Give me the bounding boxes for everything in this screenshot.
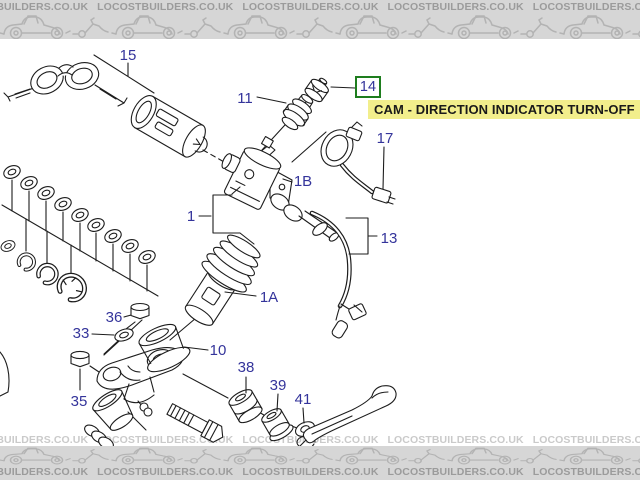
watermark-text: LOCOSTBUILDERS.CO.UK — [97, 466, 234, 478]
part-label-39: 39 — [270, 377, 287, 394]
leader-lines — [79, 86, 385, 424]
part-number-labels: 15 11 17 1B 1 13 1A 36 33 10 35 38 39 41 — [71, 47, 398, 410]
watermark-text: LOCOSTBUILDERS.CO.UK — [0, 434, 89, 446]
watermark-text: LOCOSTBUILDERS.CO.UK — [97, 1, 234, 13]
part-label-1B: 1B — [294, 173, 312, 190]
watermark-text: LOCOSTBUILDERS.CO.UK — [242, 1, 379, 13]
watermark-text: LOCOSTBUILDERS.CO.UK — [532, 1, 640, 13]
watermark-text: LOCOSTBUILDERS.CO.UK — [532, 466, 640, 478]
part-label-38: 38 — [238, 359, 255, 376]
watermark-text-row: LOCOSTBUILDERS.CO.UK LOCOSTBUILDERS.CO.U… — [0, 0, 640, 13]
column-housing-1B — [221, 135, 293, 210]
watermark-car-sketch-row — [0, 15, 640, 39]
bushing-10 — [138, 323, 191, 373]
wiring-loom-13 — [309, 210, 367, 339]
part-label-1A: 1A — [260, 289, 278, 306]
indicator-stalk — [297, 385, 397, 454]
watermark-text: LOCOSTBUILDERS.CO.UK — [532, 434, 640, 446]
diagram-linework — [0, 54, 397, 454]
watermark-text-row: LOCOSTBUILDERS.CO.UK LOCOSTBUILDERS.CO.U… — [0, 465, 640, 478]
part-label-17: 17 — [377, 130, 394, 147]
circlip-set — [14, 249, 89, 304]
panel-edge — [0, 351, 10, 397]
part-label-1: 1 — [187, 208, 195, 225]
part-label-36: 36 — [106, 309, 123, 326]
ignition-keys — [3, 62, 128, 107]
watermark-text: LOCOSTBUILDERS.CO.UK — [97, 434, 234, 446]
part-label-11: 11 — [237, 90, 253, 107]
bushing-39 — [261, 408, 294, 442]
highlighted-part-number-box: 14 — [355, 76, 381, 98]
part-label-33: 33 — [73, 325, 90, 342]
cam-direction-indicator-turnoff — [304, 77, 329, 103]
lower-bushing — [84, 389, 134, 450]
watermark-car-sketch-row — [0, 447, 640, 465]
part-label-13: 13 — [381, 230, 398, 247]
grommet-11 — [281, 93, 314, 131]
watermark-text: LOCOSTBUILDERS.CO.UK — [0, 466, 89, 478]
watermark-faint-text-row: LOCOSTBUILDERS.CO.UK LOCOSTBUILDERS.CO.U… — [0, 434, 640, 446]
nut-35 — [70, 350, 90, 368]
part-label-41: 41 — [295, 391, 312, 408]
watermark-text: LOCOSTBUILDERS.CO.UK — [387, 1, 524, 13]
lock-cylinder — [130, 95, 208, 158]
steering-boot-1A — [184, 234, 261, 326]
watermark-banner-bottom: LOCOSTBUILDERS.CO.UK LOCOSTBUILDERS.CO.U… — [0, 446, 640, 480]
part-label-15: 15 — [120, 47, 137, 64]
part-label-10: 10 — [210, 342, 227, 359]
watermark-text: LOCOSTBUILDERS.CO.UK — [242, 466, 379, 478]
part-label-35: 35 — [71, 393, 88, 410]
watermark-text: LOCOSTBUILDERS.CO.UK — [0, 1, 89, 13]
watermark-banner-top: LOCOSTBUILDERS.CO.UK LOCOSTBUILDERS.CO.U… — [0, 0, 640, 39]
grommet-38 — [228, 389, 263, 424]
watermark-text: LOCOSTBUILDERS.CO.UK — [387, 466, 524, 478]
nut-36 — [121, 302, 150, 333]
watermark-text: LOCOSTBUILDERS.CO.UK — [387, 434, 524, 446]
contact-ring-17 — [320, 121, 396, 205]
washer-33 — [103, 328, 134, 355]
washer-shim-set — [0, 162, 159, 297]
cam-annotation-label: CAM - DIRECTION INDICATOR TURN-OFF — [368, 100, 640, 119]
clamp-bolt — [166, 403, 224, 443]
shaft-u-joint — [270, 193, 340, 242]
